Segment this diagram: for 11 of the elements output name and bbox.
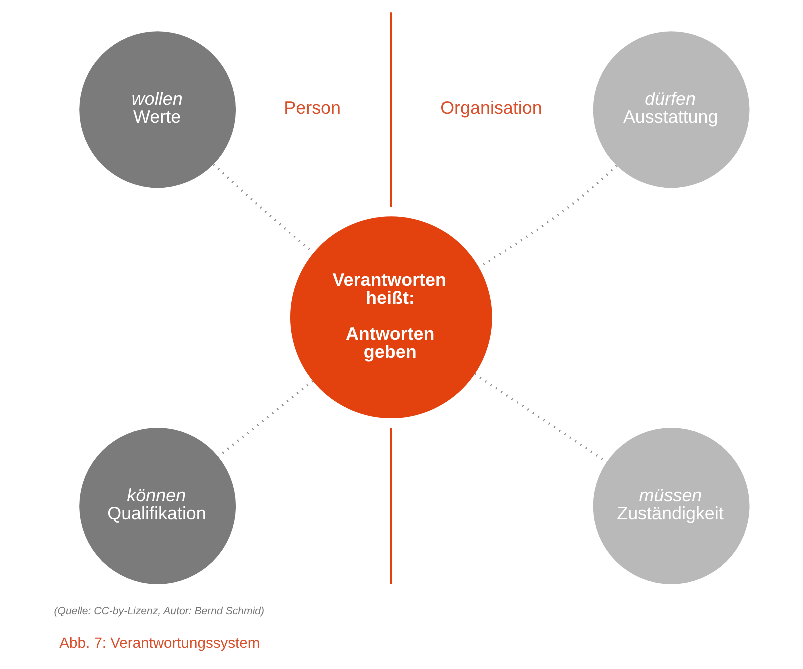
label: (Quelle: CC-by-Lizenz, Autor: Bernd Schmid)	[54, 606, 264, 618]
node-circle: dürfen Ausstattung	[592, 32, 750, 188]
connector	[478, 165, 618, 268]
label: Organisation	[440, 98, 542, 118]
label: Person	[284, 98, 341, 118]
node-circle: müssen Zuständigkeit	[592, 428, 750, 584]
node-circle: Verantworten heißt: Antworten geben	[290, 216, 492, 419]
node-circle: wollen Werte	[79, 32, 236, 188]
caption: Abb. 7: Verantwortungssystem	[59, 636, 260, 652]
node-circle: können Qualifikation	[79, 428, 236, 584]
connector	[217, 380, 314, 458]
